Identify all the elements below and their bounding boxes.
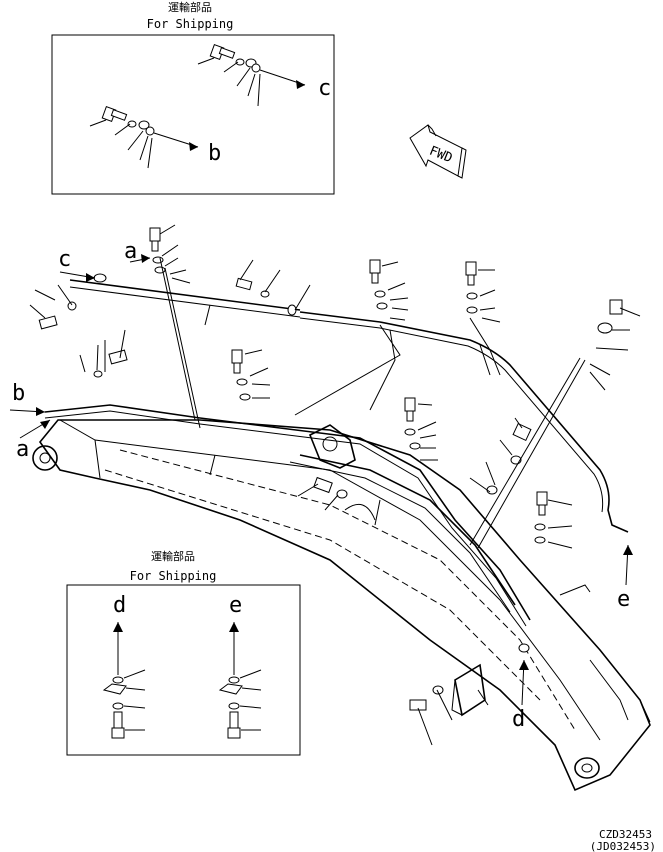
drawing-code: CZD32453 (JD032453) <box>590 828 656 852</box>
fwd-arrow: FWD <box>409 124 467 179</box>
shipping-bottom-en: For Shipping <box>130 569 217 583</box>
callout-c-box: c <box>318 76 331 101</box>
piping <box>44 279 629 627</box>
clamp-sets <box>38 227 623 711</box>
bolt-set-b <box>89 106 199 169</box>
callout-a-left: a <box>16 437 29 462</box>
shipping-inset-top: 運輸部品 For Shipping c b <box>51 0 335 195</box>
callout-b-left: b <box>12 381 25 406</box>
shipping-inset-bottom: 運輸部品 For Shipping d e <box>66 549 301 756</box>
callout-a-top: a <box>124 239 137 264</box>
callout-d-box: d <box>113 593 126 618</box>
callouts-main: c a b a d e <box>9 239 633 732</box>
callout-b-box: b <box>208 141 221 166</box>
bolt-set-c <box>197 44 306 107</box>
callout-e-box: e <box>229 593 242 618</box>
drawing-code-alt: (JD032453) <box>590 840 656 852</box>
shipping-top-jp: 運輸部品 <box>168 0 212 14</box>
shipping-top-en: For Shipping <box>147 17 234 31</box>
callout-c-top: c <box>58 247 71 272</box>
callout-e-right: e <box>617 587 630 612</box>
drawing-code-main: CZD32453 <box>599 828 652 841</box>
leader-lines <box>29 224 641 746</box>
shipping-bottom-jp: 運輸部品 <box>151 549 195 563</box>
callout-d-main: d <box>512 707 525 732</box>
fwd-label: FWD <box>427 144 455 167</box>
